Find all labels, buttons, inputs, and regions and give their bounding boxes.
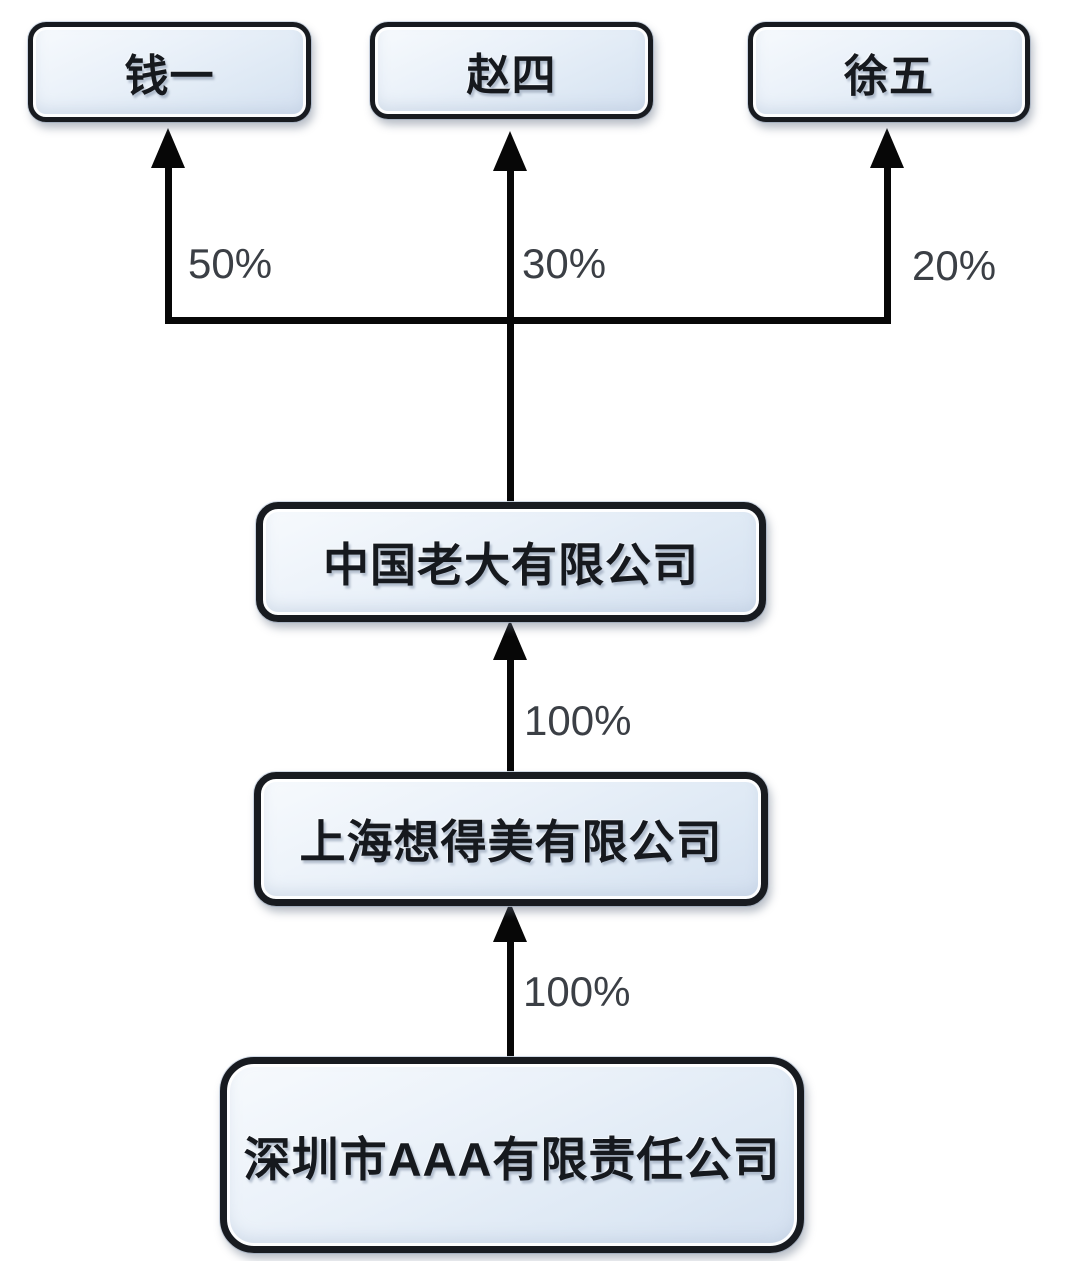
connector-line-laoda — [507, 655, 514, 775]
ownership-label-laoda: 100% — [524, 697, 632, 744]
node-label-zhaosi: 赵四 — [466, 50, 557, 100]
arrowhead-up-xiangdemei — [493, 902, 527, 942]
ownership-label-xiangdemei: 100% — [523, 968, 631, 1015]
arrowhead-up-laoda — [493, 620, 527, 660]
node-label-zhongguo-laoda: 中国老大有限公司 — [323, 539, 699, 591]
arrowhead-up-xuwu — [870, 128, 904, 168]
node-company-shanghai-xiangdemei: 上海想得美有限公司 — [254, 772, 768, 906]
node-label-shanghai-xiangdemei: 上海想得美有限公司 — [299, 816, 723, 868]
connector-bus-line — [165, 317, 891, 324]
arrowhead-up-zhaosi — [493, 131, 527, 171]
ownership-label-qianyi: 50% — [188, 240, 273, 287]
connector-line-qianyi — [165, 162, 172, 324]
node-shareholder-qianyi: 钱一 — [28, 22, 311, 122]
arrowhead-up-qianyi — [151, 128, 185, 168]
node-label-xuwu: 徐五 — [844, 52, 934, 101]
connector-line-xiangdemei — [507, 937, 514, 1059]
node-label-qianyi: 钱一 — [124, 52, 215, 101]
ownership-label-xuwu: 20% — [912, 242, 997, 289]
ownership-label-zhaosi: 30% — [522, 240, 607, 287]
node-company-shenzhen-aaa: 深圳市AAA有限责任公司 — [220, 1057, 804, 1253]
node-shareholder-zhaosi: 赵四 — [370, 22, 653, 119]
connector-line-xuwu — [884, 162, 891, 324]
node-label-shenzhen-aaa: 深圳市AAA有限责任公司 — [243, 1132, 781, 1186]
node-shareholder-xuwu: 徐五 — [748, 22, 1030, 122]
connector-line-center — [507, 165, 514, 502]
node-company-zhongguo-laoda: 中国老大有限公司 — [256, 502, 766, 622]
